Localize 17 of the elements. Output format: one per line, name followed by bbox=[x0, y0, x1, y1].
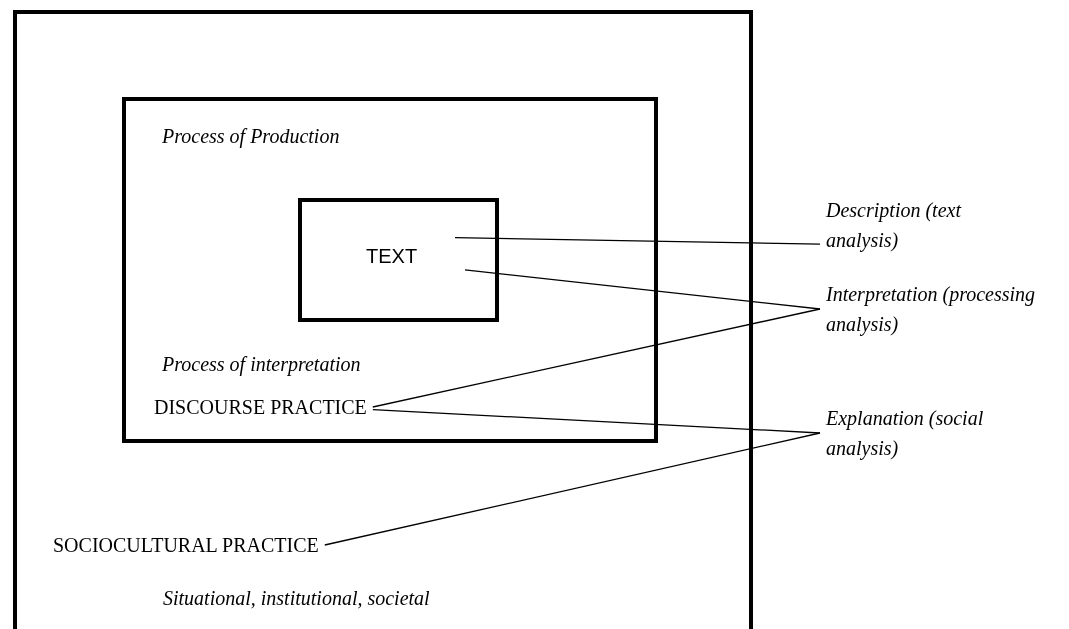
frame-box bbox=[298, 198, 499, 322]
annotation-label: Interpretation (processing analysis) bbox=[826, 279, 1069, 339]
annotation-label: Description (text analysis) bbox=[826, 195, 971, 255]
frame-box bbox=[13, 10, 753, 629]
leader-line bbox=[372, 408, 821, 434]
box-heading: Process of interpretation bbox=[162, 352, 361, 377]
leader-line bbox=[372, 308, 821, 408]
leader-line bbox=[464, 269, 821, 310]
leader-line bbox=[454, 237, 821, 245]
box-heading: TEXT bbox=[366, 244, 418, 269]
annotation-label: Explanation (social analysis) bbox=[826, 403, 986, 463]
practice-label: SOCIOCULTURAL PRACTICE bbox=[53, 532, 319, 558]
leader-line bbox=[324, 432, 821, 546]
box-heading: Process of Production bbox=[162, 124, 340, 149]
practice-label: DISCOURSE PRACTICE bbox=[154, 394, 367, 420]
box-caption: Situational, institutional, societal bbox=[163, 586, 430, 611]
frame-box bbox=[122, 97, 658, 443]
